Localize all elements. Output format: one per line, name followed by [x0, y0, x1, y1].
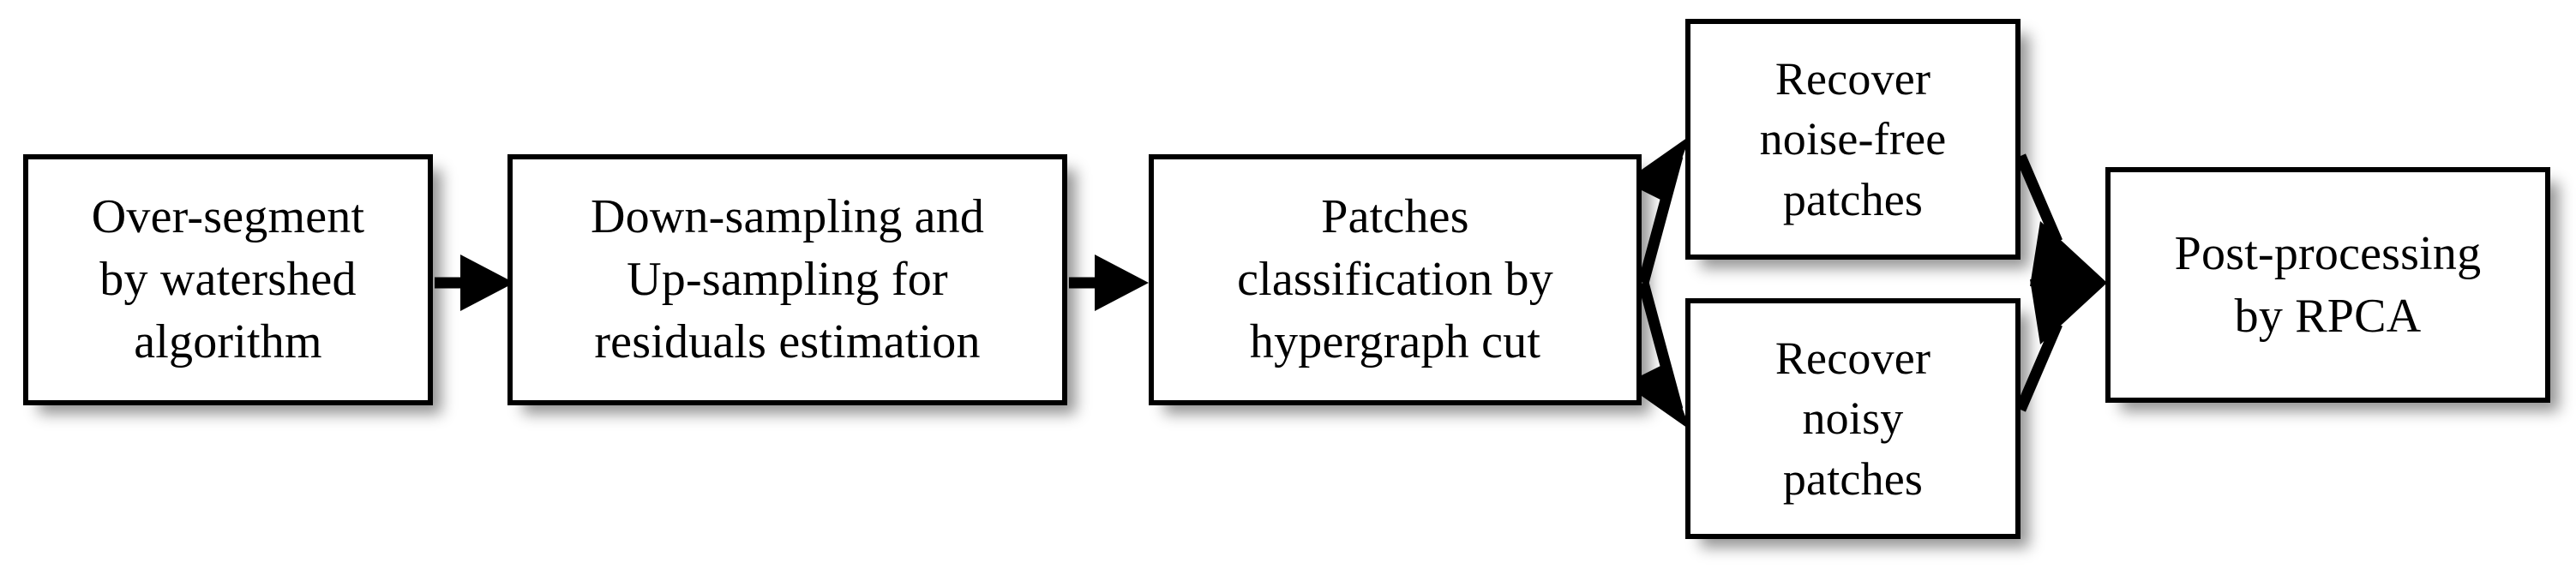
node-over-segment-by-watershed-algorithm[interactable]: Over-segment by watershed algorithm [23, 154, 433, 405]
node-down-up-sampling-residuals-estimation[interactable]: Down-sampling and Up-sampling for residu… [507, 154, 1067, 405]
node-patches-classification-by-hypergraph-cut[interactable]: Patches classification by hypergraph cut [1149, 154, 1642, 405]
node-label: Down-sampling and Up-sampling for residu… [590, 190, 985, 368]
node-label: Post-processing by RPCA [2174, 226, 2482, 343]
edge-watershed-to-resampling [435, 255, 514, 311]
node-label: Over-segment by watershed algorithm [91, 190, 365, 368]
node-label: Recover noise-free patches [1759, 53, 1947, 225]
node-recover-noise-free-patches[interactable]: Recover noise-free patches [1685, 19, 2021, 260]
node-post-processing-by-rpca[interactable]: Post-processing by RPCA [2105, 167, 2550, 403]
edge-resampling-to-classification [1069, 255, 1149, 311]
edge-noisefree-to-rpca [2015, 153, 2107, 286]
node-label: Patches classification by hypergraph cut [1237, 190, 1553, 368]
node-recover-noisy-patches[interactable]: Recover noisy patches [1685, 298, 2021, 539]
edge-noisy-to-rpca [2015, 279, 2107, 412]
node-label: Recover noisy patches [1774, 332, 1931, 505]
